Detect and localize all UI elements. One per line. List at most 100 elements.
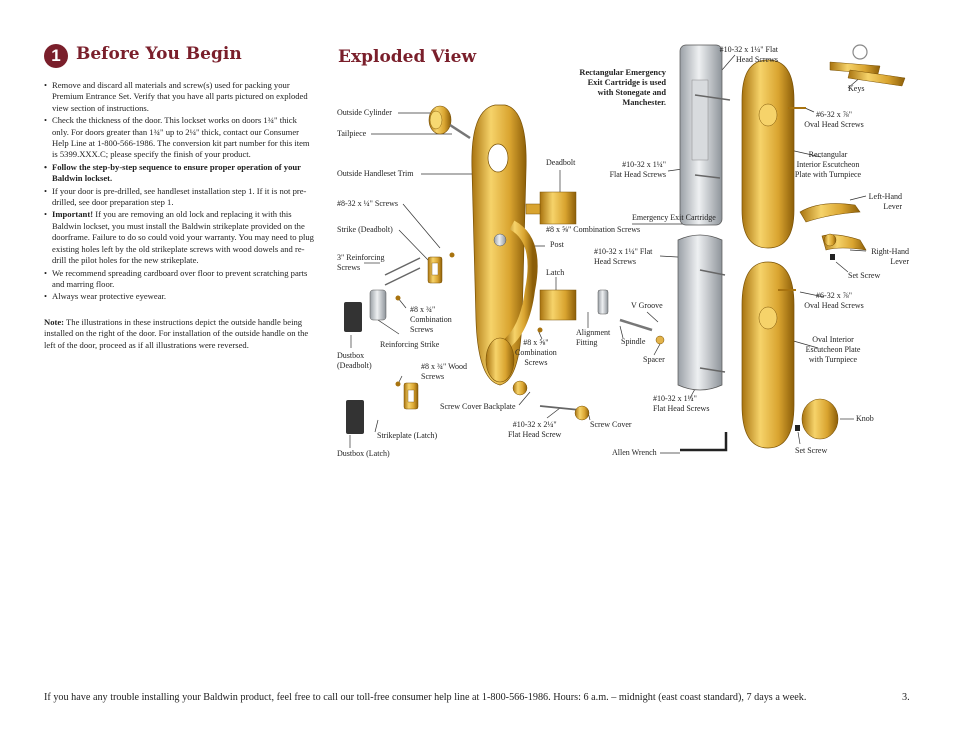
instruction-item: We recommend spreading cardboard over fl…	[44, 268, 314, 291]
label-knob: Knob	[856, 414, 874, 423]
label-line: Screws	[524, 358, 548, 367]
instruction-item: If your door is pre-drilled, see handles…	[44, 186, 314, 209]
label-dustbox-deadbolt: Dustbox (Deadbolt)	[337, 351, 372, 371]
label-v-groove: V Groove	[631, 301, 663, 310]
label-wood-screws: #8 x ¾" Wood Screws	[421, 362, 467, 382]
instruction-item: Always wear protective eyewear.	[44, 291, 314, 303]
label-emergency-exit-cartridge: Emergency Exit Cartridge	[632, 213, 716, 222]
instructions-column: Remove and discard all materials and scr…	[44, 80, 314, 351]
label-8-32-screws: #8-32 x ¼" Screws	[337, 199, 399, 208]
label-flat-head-screws-top: #10-32 x 1¼" Flat Head Screws	[700, 45, 778, 65]
label-line: #8 x ⅝"	[523, 338, 549, 347]
emergency-exit-cartridge-parts	[677, 44, 731, 452]
label-line: Rectangular	[808, 150, 848, 159]
label-right-hand-lever: Right-Hand Lever	[850, 247, 909, 267]
label-line: Flat Head Screw	[508, 430, 562, 439]
deadbolt-latch-parts	[493, 191, 665, 345]
label-line: with Stonegate and	[597, 88, 666, 97]
label-line: #8 x ¾"	[410, 305, 436, 314]
label-line: Rectangular Emergency	[579, 68, 666, 77]
important-text: If you are removing an old lock and repl…	[52, 209, 314, 266]
label-flat-head-screw-2-1-4: #10-32 x 2¼" Flat Head Screw	[508, 420, 561, 440]
label-post: Post	[550, 240, 564, 249]
label-line: Dustbox	[337, 351, 365, 360]
label-line: Manchester.	[622, 98, 666, 107]
label-line: Lever	[890, 257, 909, 266]
label-line: Lever	[883, 202, 902, 211]
label-rectangular-cartridge-note: Rectangular Emergency Exit Cartridge is …	[556, 68, 666, 108]
label-line: #6-32 x ⅞"	[816, 110, 852, 119]
label-screw-cover-backplate: Screw Cover Backplate	[440, 402, 516, 411]
label-line: Screws	[421, 372, 445, 381]
label-line: Screws	[337, 263, 361, 272]
label-flat-head-screws-c: #10-32 x 1¼" Flat Head Screws	[653, 394, 709, 414]
label-line: Right-Hand	[871, 247, 909, 256]
label-reinforcing-screws: 3" Reinforcing Screws	[337, 253, 384, 273]
label-left-hand-lever: Left-Hand Lever	[850, 192, 902, 212]
label-combination-screws-3-4: #8 x ¾" Combination Screws	[410, 305, 452, 335]
label-line: (Deadbolt)	[337, 361, 372, 370]
label-line: #10-32 x 1¼"	[653, 394, 697, 403]
label-allen-wrench: Allen Wrench	[612, 448, 657, 457]
label-deadbolt: Deadbolt	[546, 158, 576, 167]
label-line: Screws	[410, 325, 434, 334]
page-number: 3.	[902, 692, 910, 703]
label-set-screw-b: Set Screw	[795, 446, 828, 455]
label-line: Combination	[515, 348, 557, 357]
interior-escutcheon-parts	[741, 59, 806, 449]
label-oval-head-screws-b: #6-32 x ⅞" Oval Head Screws	[802, 291, 866, 311]
label-line: Fitting	[576, 338, 598, 347]
note-label: Note:	[44, 316, 65, 327]
footer-help-text: If you have any trouble installing your …	[44, 692, 807, 703]
label-latch: Latch	[546, 268, 565, 277]
label-line: Alignment	[576, 328, 611, 337]
label-line: #10-32 x 1¼" Flat	[594, 247, 653, 256]
label-line: Interior Escutcheon	[796, 160, 860, 169]
label-line: with Turnpiece	[808, 355, 858, 364]
exploded-view-heading: Exploded View	[338, 47, 477, 67]
label-oval-escutcheon: Oval Interior Escutcheon Plate with Turn…	[800, 335, 866, 365]
label-strike-deadbolt: Strike (Deadbolt)	[337, 225, 393, 234]
instruction-item: Check the thickness of the door. This lo…	[44, 115, 314, 161]
label-combination-screws-5-8: #8 x ⅝" Combination Screws	[546, 225, 641, 234]
label-line: Flat Head Screws	[609, 170, 666, 179]
label-strikeplate-latch: Strikeplate (Latch)	[377, 431, 438, 440]
label-line: #8 x ¾" Wood	[421, 362, 468, 371]
label-flat-head-screws-a: #10-32 x 1¼" Flat Head Screws	[596, 160, 666, 180]
instruction-item: Remove and discard all materials and scr…	[44, 80, 314, 114]
label-spindle: Spindle	[621, 337, 646, 346]
important-label: Important!	[52, 209, 94, 220]
label-screw-cover: Screw Cover	[590, 420, 632, 429]
label-reinforcing-strike: Reinforcing Strike	[380, 340, 440, 349]
before-you-begin-heading: Before You Begin	[76, 44, 242, 64]
label-line: Oval Interior	[812, 335, 854, 344]
instruction-item: Important! If you are removing an old lo…	[44, 209, 314, 266]
label-flat-head-screws-b: #10-32 x 1¼" Flat Head Screws	[594, 247, 652, 267]
label-combination-screws-5-8-b: #8 x ⅝" Combination Screws	[515, 338, 557, 368]
label-line: Head Screws	[594, 257, 636, 266]
label-line: Head Screws	[736, 55, 778, 64]
note-text: The illustrations in these instructions …	[44, 316, 309, 350]
label-line: Flat Head Screws	[653, 404, 710, 413]
keys-levers-knob-parts	[795, 44, 906, 440]
label-line: Plate with Turnpiece	[794, 170, 862, 179]
label-rectangular-escutcheon: Rectangular Interior Escutcheon Plate wi…	[790, 150, 866, 180]
label-line: Oval Head Screws	[804, 301, 864, 310]
step-number-badge: 1	[44, 44, 68, 68]
left-hardware-parts	[344, 252, 590, 434]
label-line: Escutcheon Plate	[805, 345, 861, 354]
label-line: Exit Cartridge is used	[587, 78, 666, 87]
instruction-item: Follow the step-by-step sequence to ensu…	[44, 162, 314, 185]
outside-cylinder-part	[428, 105, 471, 140]
label-line: 3" Reinforcing	[337, 253, 385, 262]
label-line: Combination	[410, 315, 452, 324]
label-set-screw-a: Set Screw	[848, 271, 881, 280]
note-paragraph: Note: The illustrations in these instruc…	[44, 317, 314, 351]
label-line: #10-32 x 1¼"	[622, 160, 666, 169]
label-line: Oval Head Screws	[804, 120, 864, 129]
label-line: Left-Hand	[868, 192, 902, 201]
label-oval-head-screws-a: #6-32 x ⅞" Oval Head Screws	[802, 110, 866, 130]
label-alignment-fitting: Alignment Fitting	[576, 328, 610, 348]
label-tailpiece: Tailpiece	[337, 129, 367, 138]
